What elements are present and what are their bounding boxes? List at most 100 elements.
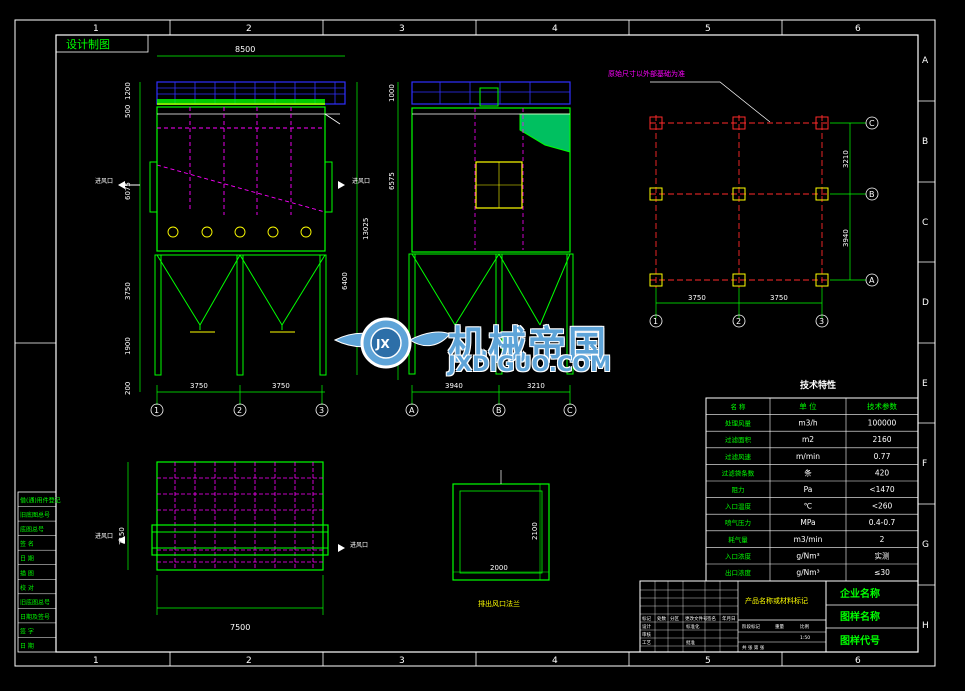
grid-col-3: 3 bbox=[399, 24, 405, 34]
grid-col-1: 1 bbox=[93, 24, 99, 34]
tech-cell: m3/min bbox=[794, 535, 823, 544]
tech-cell: 420 bbox=[875, 468, 890, 477]
grid-row-E: E bbox=[922, 379, 928, 389]
front-dim-3750: 3750 bbox=[124, 282, 132, 300]
tech-table-title: 技术特性 bbox=[800, 379, 836, 391]
left-strip-item: 底图总号 bbox=[20, 526, 44, 534]
inner-frame bbox=[55, 34, 919, 653]
outlet-label: 排出风口法兰 bbox=[478, 599, 520, 608]
plan-col-3: 3 bbox=[819, 317, 824, 326]
plan-view: 原始尺寸以外部基础为准 3210 3940 3750 3750 bbox=[608, 69, 879, 328]
tech-cell: ≤30 bbox=[874, 568, 890, 577]
side-dim-6575: 6575 bbox=[388, 172, 396, 190]
front-dim-200: 200 bbox=[124, 382, 132, 395]
grid-row-G: G bbox=[922, 540, 929, 550]
tb-approve: 批准 bbox=[686, 639, 695, 646]
tech-cell: 100000 bbox=[868, 419, 897, 428]
plan-dim-y-1: 3210 bbox=[842, 150, 850, 168]
grid-row-B: B bbox=[922, 137, 928, 147]
header-stamp: 设计制图 bbox=[66, 38, 110, 51]
tb-drawing-name: 图样名称 bbox=[840, 610, 880, 623]
tb-row-1: 标记 bbox=[642, 615, 651, 622]
watermark-badge: JX bbox=[333, 317, 451, 369]
tech-cell: m/min bbox=[796, 452, 820, 461]
tb-row-4: 更改文件号 bbox=[685, 615, 708, 622]
side-view: 1000 6575 3940 3210 A B C bbox=[388, 81, 577, 417]
grid-row-A: A bbox=[922, 56, 929, 66]
grid-col-3-bottom: 3 bbox=[399, 656, 405, 666]
tech-cell: 0.77 bbox=[874, 452, 891, 461]
tech-cell: 2160 bbox=[872, 435, 891, 444]
front-inlet-left: 进风口 bbox=[95, 177, 113, 185]
side-dim-1000: 1000 bbox=[388, 84, 396, 102]
front-view: 8500 1200 500 6075 3750 1900 200 13025 6… bbox=[95, 45, 370, 417]
grid-col-6-bottom: 6 bbox=[855, 656, 861, 666]
tech-cell: MPa bbox=[800, 518, 815, 527]
tech-cell: 处理风量 bbox=[725, 419, 752, 428]
grid-col-6: 6 bbox=[855, 24, 861, 34]
left-strip-item: 描 图 bbox=[20, 569, 34, 577]
tech-cell: <260 bbox=[872, 502, 893, 511]
top-inlet-left: 进风口 bbox=[95, 532, 113, 540]
tb-scale: 比例 bbox=[800, 623, 809, 630]
left-strip-item: 签 字 bbox=[20, 627, 34, 635]
plan-dim-y-2: 3940 bbox=[842, 229, 850, 247]
tb-row-6: 年月日 bbox=[722, 615, 736, 622]
watermark-en: JXDIGUO.COM bbox=[448, 352, 612, 376]
tech-cell: m3/h bbox=[798, 419, 818, 428]
grid-col-2: 2 bbox=[246, 24, 252, 34]
grid-row-D: D bbox=[922, 298, 929, 308]
plan-dim-x-1: 3750 bbox=[688, 294, 706, 302]
front-bottom-dim-2: 3750 bbox=[272, 382, 290, 390]
tb-drawing-code: 图样代号 bbox=[840, 634, 880, 647]
watermark-badge-text: JX bbox=[375, 337, 390, 351]
tech-cell: 过滤袋条数 bbox=[722, 468, 755, 477]
front-dim-1200: 1200 bbox=[124, 82, 132, 100]
tech-cell: 入口温度 bbox=[725, 502, 752, 511]
tb-stage: 阶段标记 bbox=[742, 623, 760, 630]
front-dim-6400: 6400 bbox=[341, 272, 349, 290]
plan-dim-x-2: 3750 bbox=[770, 294, 788, 302]
tech-cell: 耗气量 bbox=[728, 535, 748, 544]
tech-header-cell: 名 称 bbox=[730, 402, 746, 411]
left-strip-item: 旧底图总号 bbox=[20, 511, 50, 519]
top-inlet-right: 进风口 bbox=[350, 541, 368, 549]
top-height-dim: 7150 bbox=[118, 527, 126, 545]
left-strip-item: 旧底图总号 bbox=[20, 598, 50, 606]
tech-header-cell: 技术参数 bbox=[867, 401, 897, 411]
side-bottom-dim-2: 3210 bbox=[527, 382, 545, 390]
tech-cell: 阻力 bbox=[732, 485, 745, 494]
tech-cell: 条 bbox=[804, 467, 812, 477]
front-bottom-dim-1: 3750 bbox=[190, 382, 208, 390]
tb-company: 企业名称 bbox=[839, 587, 880, 600]
plan-col-2: 2 bbox=[736, 317, 741, 326]
top-view: 7500 7150 进风口 进风口 bbox=[95, 461, 368, 632]
title-block: 产品名称或材料标记 企业名称 图样名称 图样代号 标记 处数 分区 更改文件号 … bbox=[639, 580, 919, 653]
front-dim-1900: 1900 bbox=[124, 337, 132, 355]
left-strip-item: 日期及签号 bbox=[20, 613, 50, 621]
grid-col-2-bottom: 2 bbox=[246, 656, 252, 666]
plan-row-C: C bbox=[869, 119, 875, 128]
tb-review: 审核 bbox=[642, 631, 651, 638]
tech-cell: 0.4-0.7 bbox=[869, 518, 896, 527]
plan-row-A: A bbox=[869, 276, 875, 285]
grid-row-F: F bbox=[922, 459, 927, 469]
tech-cell: 出口浓度 bbox=[725, 568, 752, 577]
left-strip-item: 签 名 bbox=[20, 540, 34, 548]
tech-cell: m2 bbox=[802, 435, 814, 444]
grid-row-H: H bbox=[922, 621, 929, 631]
side-axis-A: A bbox=[409, 406, 415, 415]
left-strip-item: 日 期 bbox=[20, 555, 34, 563]
tb-row-2: 处数 bbox=[657, 615, 666, 622]
tb-standard: 标准化 bbox=[686, 623, 700, 630]
tech-cell: 实测 bbox=[875, 550, 890, 560]
tb-design: 设计 bbox=[642, 623, 651, 630]
outlet-flange: 2000 2100 排出风口法兰 bbox=[452, 470, 550, 608]
zone-ticks bbox=[15, 20, 935, 666]
front-axis-2: 2 bbox=[237, 406, 242, 415]
side-axis-C: C bbox=[567, 406, 573, 415]
tb-weight: 重量 bbox=[775, 623, 784, 630]
side-axis-B: B bbox=[496, 406, 502, 415]
grid-col-4-bottom: 4 bbox=[552, 656, 558, 666]
